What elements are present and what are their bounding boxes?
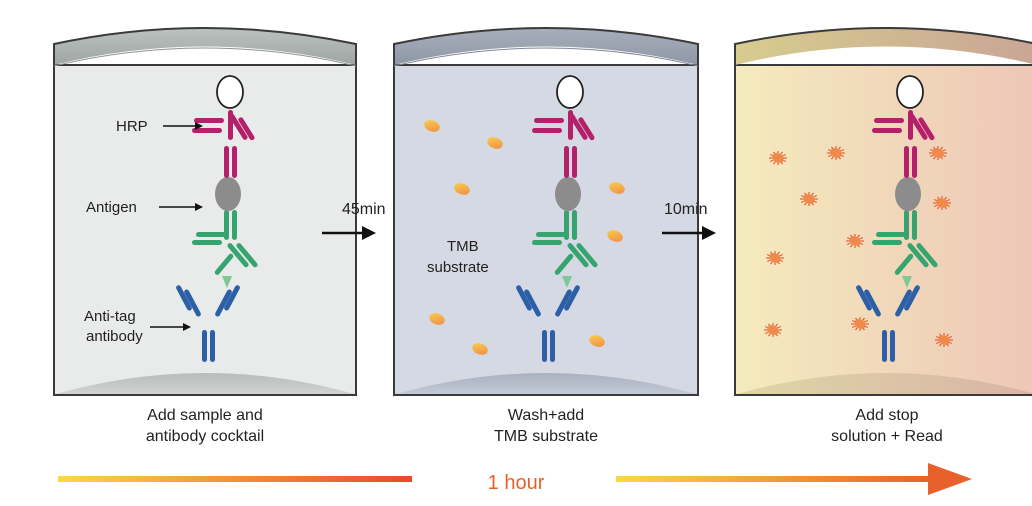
oxidized-tmb-particle: [935, 333, 953, 347]
tmb-particle: [609, 182, 625, 194]
oxidized-tmb-particle: [764, 323, 782, 337]
oxidized-tmb-particle: [827, 146, 845, 160]
oxidized-tmb-particle: [851, 317, 869, 331]
caption-3-line2: solution + Read: [831, 428, 943, 445]
hrp-label: HRP: [116, 118, 148, 135]
caption-1-line1: Add sample and: [147, 407, 263, 424]
oxidized-tmb-particle: [766, 251, 784, 265]
step-2-time: 10min: [664, 201, 708, 218]
oxidized-tmb-particle: [800, 192, 818, 206]
step-arrow-1: 45min: [322, 201, 386, 240]
caption-3-line1: Add stop: [855, 407, 918, 424]
oxidized-tmb-particle: [933, 196, 951, 210]
tmb-particle: [607, 230, 623, 242]
well-panel-1: HRP Antigen Anti-tag antibody Add sample…: [53, 27, 357, 445]
caption-2-line2: TMB substrate: [494, 428, 598, 445]
oxidized-tmb-particles: [764, 146, 953, 347]
well-panel-2: TMB substrate Wash+add TMB substrate: [393, 27, 699, 445]
timeline-arrowhead: [928, 463, 972, 495]
tmb-particle: [454, 183, 470, 195]
tmb-particle: [589, 335, 605, 347]
tmb-particle: [487, 137, 503, 149]
caption-2-line1: Wash+add: [508, 407, 584, 424]
tmb-particle: [424, 120, 440, 132]
anti-tag-label-line2: antibody: [86, 328, 143, 345]
arrow-1-head: [362, 226, 376, 240]
oxidized-tmb-particle: [929, 146, 947, 160]
step-1-time: 45min: [342, 201, 386, 218]
well-panel-3: Add stop solution + Read: [734, 27, 1032, 445]
timeline-bar-left: [58, 476, 412, 482]
tmb-label-line1: TMB: [447, 238, 479, 255]
arrow-2-head: [702, 226, 716, 240]
tmb-particle: [472, 343, 488, 355]
antigen-label: Antigen: [86, 199, 137, 216]
step-arrow-2: 10min: [662, 201, 716, 240]
oxidized-tmb-particle: [846, 234, 864, 248]
tmb-particle: [429, 313, 445, 325]
anti-tag-label-line1: Anti-tag: [84, 308, 136, 325]
oxidized-tmb-particle: [769, 151, 787, 165]
caption-1-line2: antibody cocktail: [146, 428, 264, 445]
timeline-label: 1 hour: [488, 472, 545, 494]
timeline-bar-right: [616, 476, 932, 482]
tmb-label-line2: substrate: [427, 259, 489, 276]
tmb-particles: [424, 120, 625, 355]
timeline: 1 hour: [58, 463, 972, 495]
